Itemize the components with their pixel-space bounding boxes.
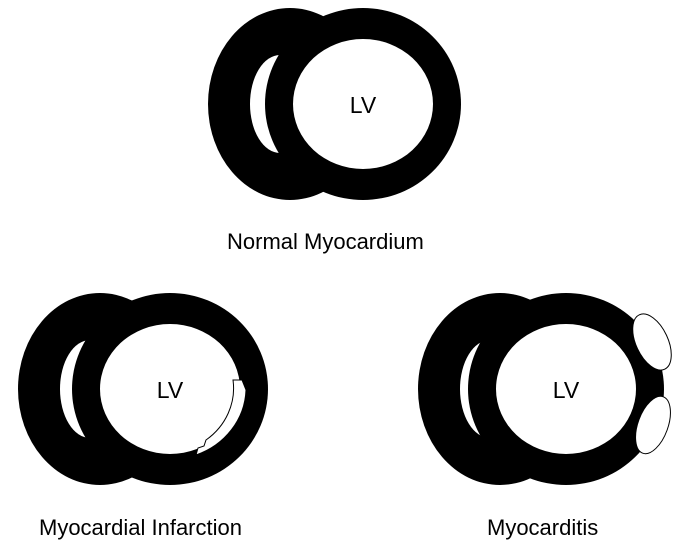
lv-label: LV bbox=[157, 377, 184, 403]
lv-label: LV bbox=[350, 92, 377, 118]
normal-myocardium-caption: Normal Myocardium bbox=[227, 229, 424, 255]
myocarditis-caption: Myocarditis bbox=[487, 515, 598, 541]
myocardial-infarction-caption: Myocardial Infarction bbox=[39, 515, 242, 541]
lv-label: LV bbox=[553, 377, 580, 403]
myocarditis-heart: LV bbox=[418, 293, 674, 485]
myocardial-infarction-heart: LV bbox=[18, 293, 268, 485]
normal-myocardium-heart: LV bbox=[208, 8, 461, 200]
